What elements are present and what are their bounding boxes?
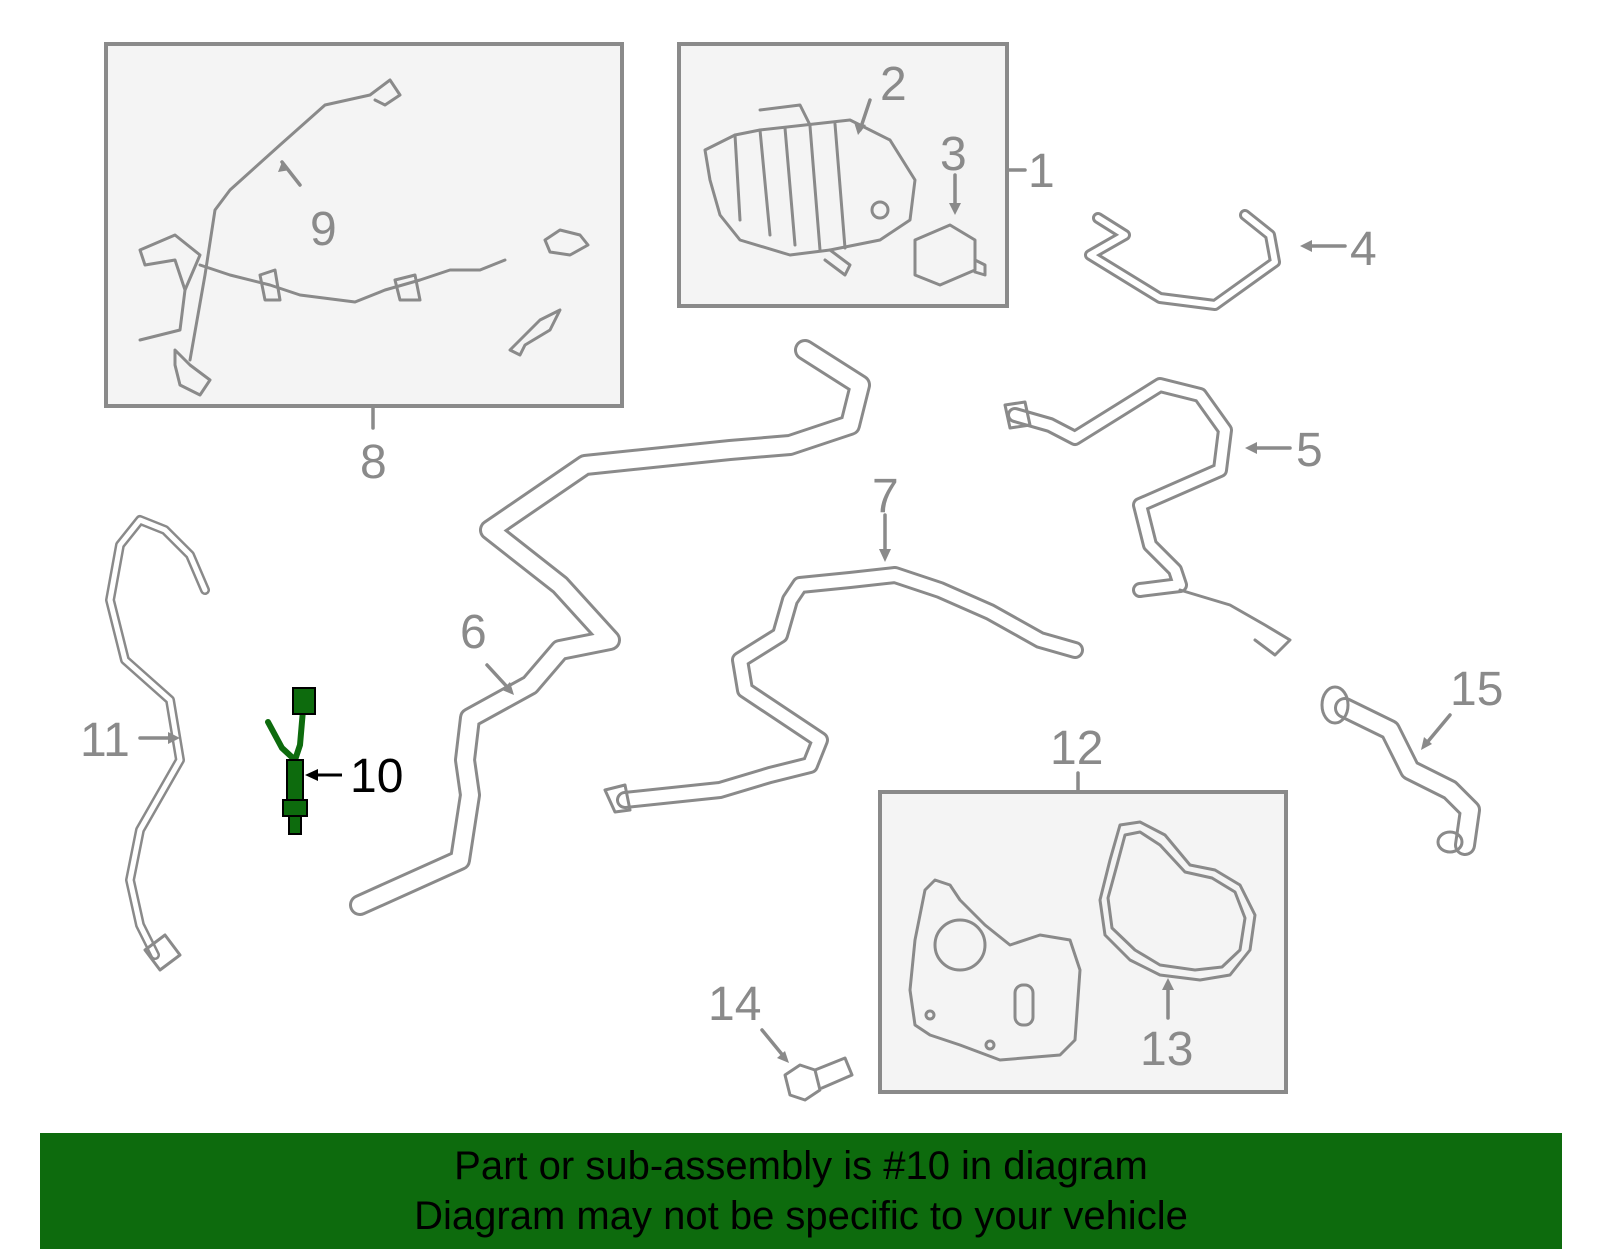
- callout-9: 9: [310, 203, 337, 256]
- callout-13: 13: [1140, 1023, 1193, 1076]
- canister-part-2[interactable]: [703, 103, 917, 277]
- banner-line-part: Part or sub-assembly is #10 in diagram: [454, 1144, 1148, 1188]
- callout-3: 3: [940, 128, 967, 181]
- valve-part-3[interactable]: [913, 223, 987, 287]
- harness-part-9[interactable]: [138, 78, 590, 397]
- callout-12: 12: [1050, 722, 1103, 775]
- callout-4: 4: [1350, 223, 1377, 276]
- callout-5: 5: [1296, 424, 1323, 477]
- callout-8: 8: [360, 436, 387, 489]
- tube-part-5[interactable]: [1003, 377, 1292, 657]
- sensor-part-10[interactable]: [265, 687, 316, 835]
- tube-part-6[interactable]: [349, 339, 871, 916]
- callout-2: 2: [880, 58, 907, 111]
- callout-1: 1: [1028, 145, 1055, 198]
- group-box-12: [878, 790, 1288, 1094]
- cover-part-12[interactable]: [908, 878, 1082, 1062]
- tube-part-7[interactable]: [603, 566, 1084, 814]
- sensor-part-11[interactable]: [105, 515, 210, 972]
- callout-10: 10: [350, 750, 403, 803]
- info-banner: Part or sub-assembly is #10 in diagram D…: [40, 1133, 1562, 1249]
- callout-11: 11: [80, 714, 130, 767]
- callout-6: 6: [460, 606, 487, 659]
- callout-14: 14: [708, 978, 761, 1031]
- group-box-1: [677, 42, 1009, 308]
- callout-15: 15: [1450, 663, 1503, 716]
- banner-line-disclaimer: Diagram may not be specific to your vehi…: [414, 1194, 1188, 1238]
- group-box-8: [104, 42, 624, 408]
- bolt-part-14[interactable]: [783, 1056, 854, 1102]
- callout-7: 7: [872, 470, 899, 523]
- hose-part-15[interactable]: [1320, 685, 1481, 856]
- tube-part-4[interactable]: [1084, 209, 1281, 311]
- gasket-part-13[interactable]: [1098, 820, 1257, 982]
